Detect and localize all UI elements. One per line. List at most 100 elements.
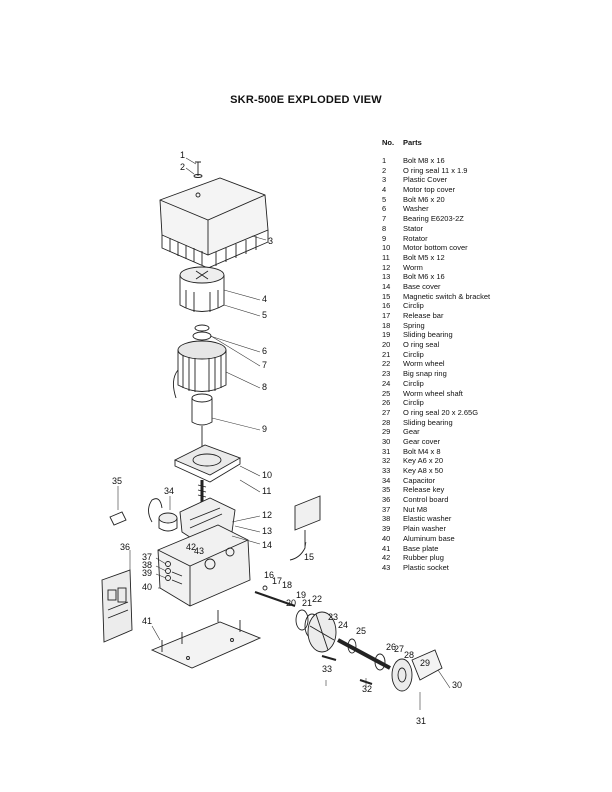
callout-label: 40 bbox=[142, 582, 152, 592]
parts-list-row: 41 Base plate bbox=[382, 544, 592, 554]
part-name: Elastic washer bbox=[403, 514, 452, 524]
exploded-view-diagram: 1234567891011121314151617181920212223242… bbox=[101, 150, 462, 726]
part-name: Bearing E6203-2Z bbox=[403, 214, 464, 224]
part-name: Bolt M8 x 16 bbox=[403, 156, 445, 165]
part-name: Worm wheel bbox=[403, 359, 445, 369]
part-number: 17 bbox=[382, 311, 391, 320]
part-number: 22 bbox=[382, 359, 391, 369]
callout-label: 34 bbox=[164, 486, 174, 496]
part-name: Release bar bbox=[403, 311, 444, 320]
part-number: 7 bbox=[382, 214, 387, 224]
part-number: 16 bbox=[382, 301, 391, 311]
callout-label: 5 bbox=[262, 310, 267, 320]
parts-list-row: 35 Release key bbox=[382, 485, 592, 495]
parts-list-row: 17 Release bar bbox=[382, 311, 592, 321]
callout-label: 27 bbox=[394, 644, 404, 654]
part-name: Capacitor bbox=[403, 475, 436, 485]
callout-label: 29 bbox=[420, 658, 430, 668]
stator-drawing bbox=[173, 340, 227, 399]
callout-label: 21 bbox=[302, 598, 312, 608]
part-number: 31 bbox=[382, 446, 391, 456]
part-number: 41 bbox=[382, 543, 391, 553]
callout-label: 8 bbox=[262, 382, 267, 392]
bearing-drawing bbox=[192, 324, 212, 341]
parts-list-row: 5 Bolt M6 x 20 bbox=[382, 195, 592, 205]
part-name: O ring seal bbox=[403, 340, 440, 350]
part-name: Gear cover bbox=[403, 436, 441, 446]
callout-label: 17 bbox=[272, 576, 282, 586]
magnetic-switch-drawing bbox=[289, 495, 321, 561]
callout-label: 43 bbox=[194, 546, 204, 556]
callout-label: 20 bbox=[286, 598, 296, 608]
part-name: O ring seal 20 x 2.65G bbox=[403, 407, 479, 417]
page-title: SKR-500E EXPLODED VIEW bbox=[230, 94, 382, 106]
part-name: Circlip bbox=[403, 378, 424, 388]
callout-label: 15 bbox=[304, 552, 314, 562]
callout-label: 4 bbox=[262, 294, 267, 304]
release-bar-drawing bbox=[254, 585, 296, 607]
callout-label: 23 bbox=[328, 612, 338, 622]
worm-wheel-shaft-drawing bbox=[337, 638, 391, 671]
part-name: Bolt M6 x 20 bbox=[403, 194, 445, 204]
part-name: Circlip bbox=[403, 398, 424, 408]
callout-label: 41 bbox=[142, 616, 152, 626]
part-number: 9 bbox=[382, 233, 387, 243]
part-name: Sliding bearing bbox=[403, 330, 453, 340]
part-name: Washer bbox=[403, 204, 429, 214]
part-name: Key A8 x 50 bbox=[403, 466, 444, 475]
part-number: 36 bbox=[382, 495, 391, 505]
parts-list-row: 7 Bearing E6203-2Z bbox=[382, 214, 592, 224]
callout-label: 2 bbox=[180, 162, 185, 172]
parts-list-row: 26 Circlip bbox=[382, 398, 592, 408]
part-name: Big snap ring bbox=[403, 369, 447, 379]
part-name: Bolt M4 x 8 bbox=[403, 446, 441, 456]
part-number: 15 bbox=[382, 291, 391, 301]
part-number: 28 bbox=[382, 417, 391, 427]
part-number: 35 bbox=[382, 485, 391, 495]
part-number: 19 bbox=[382, 330, 391, 340]
motor-top-cover-drawing bbox=[179, 266, 225, 312]
part-name: Spring bbox=[403, 320, 425, 330]
part-name: Base plate bbox=[403, 543, 439, 553]
rotator-drawing bbox=[191, 393, 213, 450]
part-number: 26 bbox=[382, 398, 391, 408]
callout-label: 39 bbox=[142, 568, 152, 578]
part-name: Release key bbox=[403, 485, 445, 495]
callout-label: 11 bbox=[262, 486, 271, 496]
part-number: 8 bbox=[382, 223, 387, 233]
callout-label: 16 bbox=[264, 570, 274, 580]
parts-list-row: 31 Bolt M4 x 8 bbox=[382, 447, 592, 457]
callout-label: 7 bbox=[262, 360, 267, 370]
callout-label: 12 bbox=[262, 510, 272, 520]
part-number: 21 bbox=[382, 349, 391, 359]
part-name: Control board bbox=[403, 495, 449, 505]
part-number: 3 bbox=[382, 175, 387, 185]
base-plate-drawing bbox=[150, 610, 262, 669]
part-number: 5 bbox=[382, 194, 387, 204]
part-name: O ring seal 11 x 1.9 bbox=[403, 165, 468, 175]
callout-label: 26 bbox=[386, 642, 396, 652]
part-name: Worm bbox=[403, 262, 423, 272]
